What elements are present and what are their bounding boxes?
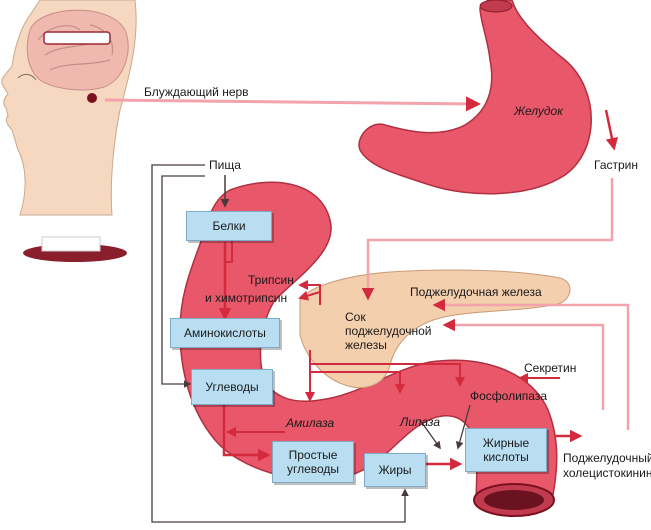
phospholipase-label: Фосфолипаза [470, 389, 547, 403]
proteins-box: Белки [186, 211, 272, 241]
juice-label-1: Сок [345, 310, 366, 324]
juice-chymotrypsin-arrow [298, 290, 321, 301]
pancreas-label: Поджелудочная железа [410, 285, 542, 299]
vagus-nerve-arrow [104, 96, 481, 112]
food-label: Пища [209, 158, 241, 172]
amino-acids-box: Аминокислоты [170, 318, 280, 348]
carbohydrates-box: Углеводы [191, 369, 273, 405]
gastrin-arrow [361, 178, 614, 301]
phospholipase-arrow [455, 404, 471, 450]
lipase-arrow [419, 419, 441, 450]
vagus-nerve-label: Блуждающий нерв [144, 85, 249, 99]
fatty-acids-text-1: Жирные [482, 436, 530, 450]
juice-label-3: железы [345, 338, 387, 352]
simple-carbs-text-1: Простые [288, 448, 338, 462]
food-fats-line [151, 164, 409, 523]
lipase-label: Липаза [400, 415, 441, 429]
fatty-acids-box: Жирные кислоты [465, 428, 547, 472]
stomach-label: Желудок [514, 104, 563, 118]
fats-text: Жиры [378, 463, 412, 477]
carbohydrates-text: Углеводы [205, 380, 259, 394]
head-illustration [1, 0, 137, 216]
cck-return-arrow [432, 298, 630, 430]
proteins-text: Белки [212, 219, 246, 233]
stomach-shape [358, 0, 592, 195]
juice-label-2: поджелудочной [345, 324, 432, 338]
stomach-gastrin-arrow [604, 109, 619, 151]
carbs-simple-arrow [222, 404, 271, 462]
fats-box: Жиры [364, 453, 426, 487]
juice-lipase-arrow [310, 371, 405, 394]
cck-label-2: холецистокинин [563, 466, 651, 480]
secretin-return-arrow [442, 318, 605, 410]
simple-carbs-text-2: углеводы [286, 462, 340, 476]
amylase-label: Амилаза [286, 416, 335, 430]
simple-carbs-box: Простые углеводы [272, 441, 354, 483]
amino-acids-text: Аминокислоты [184, 326, 266, 340]
food-illustration [23, 236, 127, 262]
gastrin-label: Гастрин [594, 158, 638, 172]
juice-phospholipase-arrow [310, 363, 465, 387]
chymotrypsin-label: и химотрипсин [205, 291, 288, 305]
food-carbs-line [161, 175, 205, 388]
juice-trypsin-arrow [298, 280, 321, 305]
fatty-acids-text-2: кислоты [483, 450, 529, 464]
trypsin-label: Трипсин [248, 273, 294, 287]
cck-label-1: Поджелудочный [563, 451, 651, 465]
secretin-label: Секретин [524, 361, 577, 375]
trypsin-line [225, 238, 233, 263]
